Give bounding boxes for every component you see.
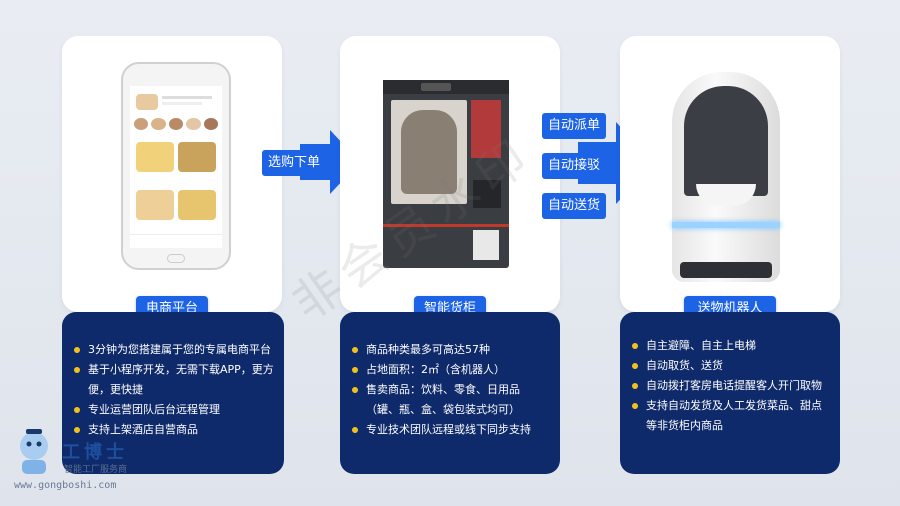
delivery-robot-image (672, 72, 780, 282)
bullet-item: 自动取货、送货 (630, 356, 832, 376)
bullet-item: 支持自动发货及人工发货菜品、甜点等非货柜内商品 (630, 396, 832, 436)
bullet-item: 3分钟为您搭建属于您的专属电商平台 (72, 340, 276, 360)
vending-cabinet-image (383, 80, 509, 268)
logo: 工博士 智能工厂服务商 www.gongboshi.com (4, 424, 154, 504)
arrow1-label: 选购下单 (262, 150, 327, 176)
bullet-item: 售卖商品：饮料、零食、日用品（罐、瓶、盒、袋包装式均可） (350, 380, 550, 420)
bullet-item: 商品种类最多可高达57种 (350, 340, 550, 360)
phone-screen (130, 86, 222, 248)
bullet-item: 占地面积：2㎡（含机器人） (350, 360, 550, 380)
food-image (136, 142, 174, 172)
logo-subtitle: 智能工厂服务商 (64, 465, 128, 475)
logo-url: www.gongboshi.com (14, 480, 117, 491)
bullet-item: 支持上架酒店自营商品 (72, 420, 276, 440)
food-image (178, 142, 216, 172)
bullet-item: 专业运营团队后台远程管理 (72, 400, 276, 420)
panel2-info: 商品种类最多可高达57种 占地面积：2㎡（含机器人） 售卖商品：饮料、零食、日用… (340, 312, 560, 474)
panel3-info: 自主避障、自主上电梯 自动取货、送货 自动拨打客房电话提醒客人开门取物 支持自动… (620, 312, 840, 474)
food-image (136, 190, 174, 220)
food-image (178, 190, 216, 220)
bullet-item: 自动拨打客房电话提醒客人开门取物 (630, 376, 832, 396)
arrow2-label: 自动接驳 (542, 153, 607, 179)
food-image (136, 94, 158, 110)
phone-image (121, 62, 231, 270)
panel1-info: 3分钟为您搭建属于您的专属电商平台 基于小程序开发，无需下载APP，更方便，更快… (62, 312, 284, 474)
bullet-item: 专业技术团队远程或线下同步支持 (350, 420, 550, 440)
arrow2-label: 自动送货 (542, 193, 607, 219)
arrow2-label: 自动派单 (542, 113, 607, 139)
bullet-item: 基于小程序开发，无需下载APP，更方便，更快捷 (72, 360, 276, 400)
logo-name: 工博士 (62, 442, 128, 463)
mascot-icon (20, 429, 48, 474)
bullet-item: 自主避障、自主上电梯 (630, 336, 832, 356)
